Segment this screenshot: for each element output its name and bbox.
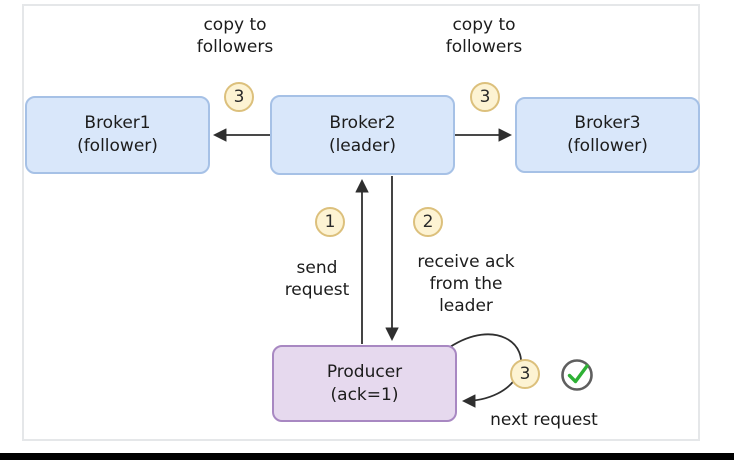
- node-broker3-name: Broker3: [574, 113, 641, 134]
- node-producer-name: Producer: [326, 361, 403, 382]
- step-badge-2: 2: [413, 207, 443, 237]
- step-badge-1: 1: [315, 207, 345, 237]
- label-next-request: next request: [490, 410, 598, 430]
- label-send-request: send request: [284, 258, 350, 301]
- node-broker3: Broker3 (follower): [515, 97, 700, 173]
- node-broker2-name: Broker2: [329, 113, 396, 134]
- label-receive-ack: receive ack from the leader: [417, 252, 515, 317]
- node-broker1-role: (follower): [77, 136, 158, 156]
- node-producer-role: (ack=1): [330, 384, 399, 405]
- step-badge-3-loop: 3: [510, 359, 540, 389]
- node-broker3-role: (follower): [567, 136, 648, 156]
- bottom-black-bar: [0, 453, 734, 460]
- label-copy-to-followers-right: copy to followers: [445, 15, 523, 58]
- step-badge-3-copy-right: 3: [470, 82, 500, 112]
- node-broker1-name: Broker1: [84, 113, 151, 134]
- node-broker1: Broker1 (follower): [25, 96, 210, 174]
- step-badge-3-copy-left: 3: [224, 82, 254, 112]
- label-copy-to-followers-left: copy to followers: [196, 15, 274, 58]
- node-broker2: Broker2 (leader): [270, 95, 455, 175]
- success-check-icon: [561, 359, 593, 391]
- node-broker2-role: (leader): [328, 136, 397, 156]
- node-producer: Producer (ack=1): [272, 345, 457, 422]
